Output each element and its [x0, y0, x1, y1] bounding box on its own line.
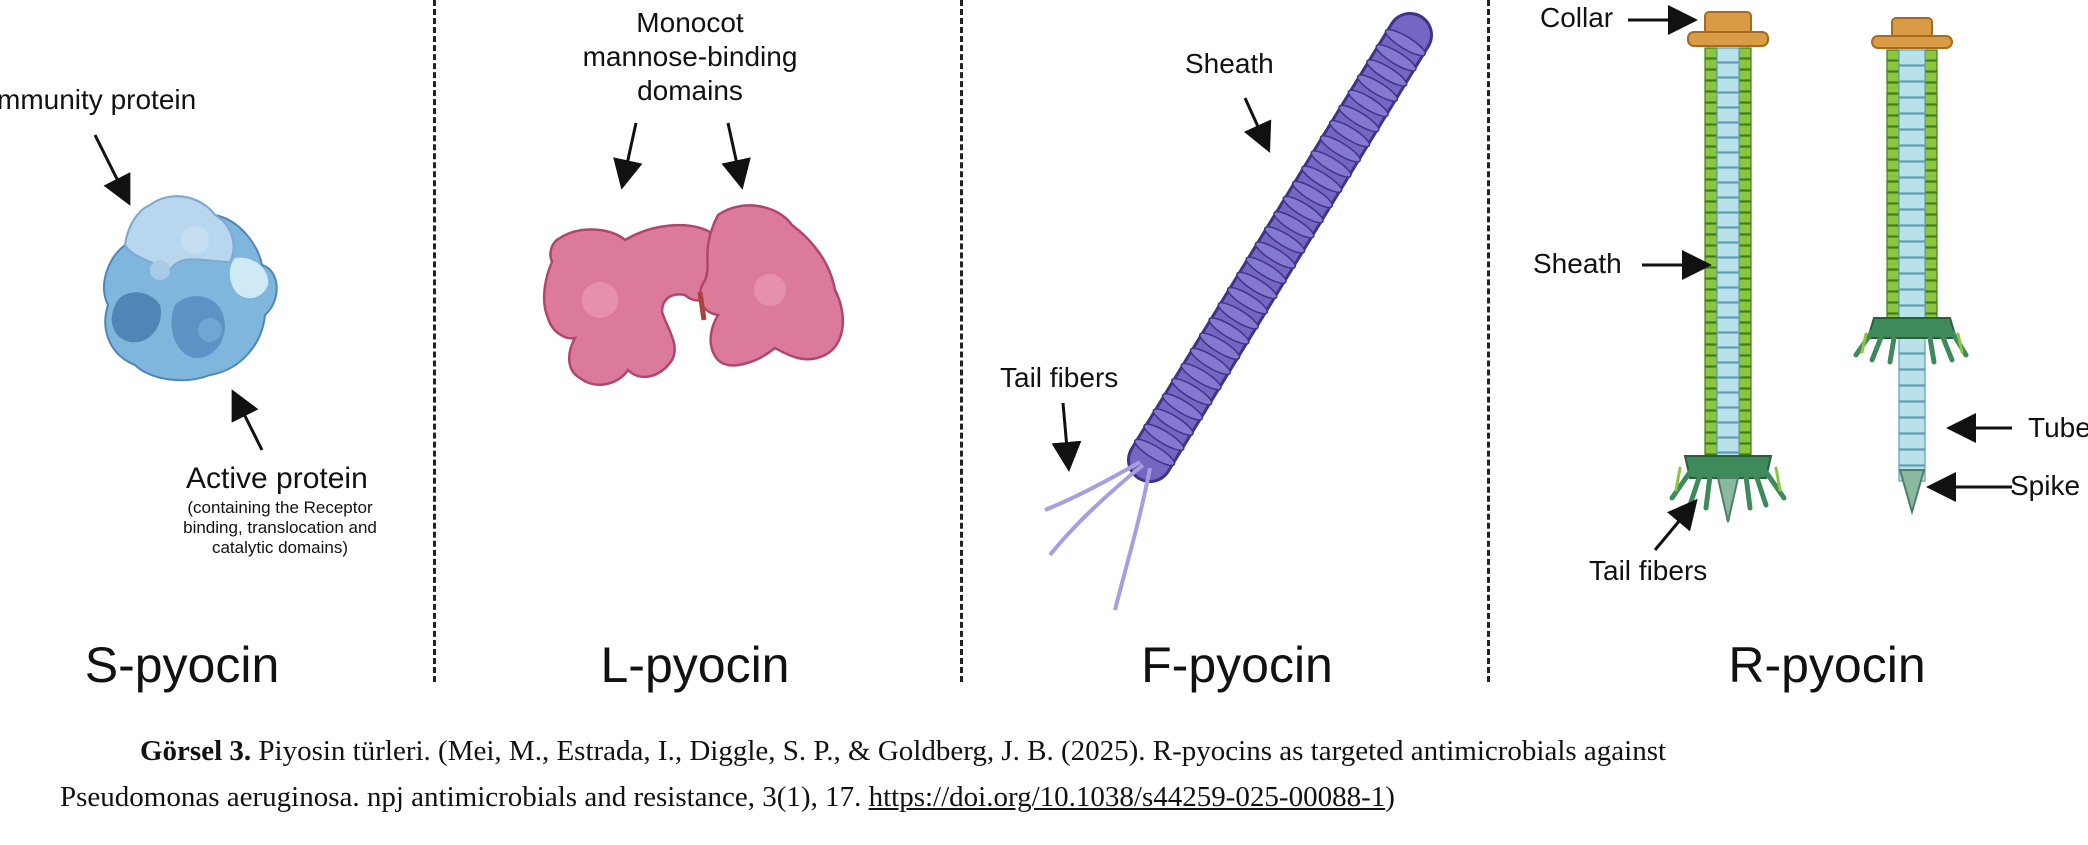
domains-line-3: domains — [637, 75, 743, 106]
divider-1 — [433, 0, 436, 682]
domains-line-2: mannose-binding — [582, 41, 798, 72]
caption-figure-number: Görsel 3. — [140, 735, 252, 767]
s-pyocin-protein — [103, 195, 278, 382]
tube-label: Tube — [2028, 412, 2088, 443]
immunity-protein-label: mmunity protein — [0, 84, 197, 115]
active-sub-line-2: binding, translocation and — [183, 518, 377, 537]
immunity-arrow — [93, 134, 131, 206]
caption-line-2: Pseudomonas aeruginosa. npj antimicrobia… — [60, 774, 1395, 820]
f-sheath-label: Sheath — [1185, 48, 1274, 79]
f-tail-fibers-label: Tail fibers — [1000, 362, 1119, 393]
domains-line-1: Monocot — [636, 7, 744, 38]
caption-text-1: Piyosin türleri. (Mei, M., Estrada, I., … — [251, 735, 1667, 767]
s-pyocin-title: S-pyocin — [84, 637, 280, 693]
f-sheath-arrow — [1243, 97, 1272, 153]
f-fiber-arrow — [1051, 402, 1082, 472]
divider-2 — [960, 0, 963, 682]
r-pyocin-title: R-pyocin — [1728, 637, 1926, 693]
f-pyocin-tail — [1127, 12, 1433, 483]
l-pyocin-title: L-pyocin — [600, 637, 790, 693]
r-pyocin-contracted — [1853, 17, 1969, 516]
caption-end: ) — [1385, 781, 1395, 813]
collar-label: Collar — [1540, 2, 1614, 33]
r-fiber-arrow — [1653, 498, 1698, 551]
domain-arrow-left — [613, 122, 643, 190]
r-pyocin-extended — [1669, 11, 1787, 523]
pyocin-illustrations — [93, 5, 2012, 611]
caption-text-2: Pseudomonas aeruginosa. npj antimicrobia… — [60, 781, 869, 813]
active-protein-sub: (containing the Receptor binding, transl… — [170, 498, 390, 558]
domains-label: Monocot mannose-binding domains — [540, 6, 840, 108]
divider-3 — [1487, 0, 1490, 682]
doi-link[interactable]: https://doi.org/10.1038/s44259-025-00088… — [868, 781, 1386, 813]
r-sheath-label: Sheath — [1533, 248, 1622, 279]
domain-arrow-right — [721, 122, 751, 190]
r-tail-fibers-label: Tail fibers — [1589, 555, 1708, 586]
active-protein-label: Active protein — [186, 462, 368, 495]
active-arrow — [231, 389, 264, 451]
f-tail-fibers — [1044, 460, 1152, 611]
figure-area: mmunity protein Active protein (containi… — [0, 0, 2088, 693]
f-pyocin-title: F-pyocin — [1141, 637, 1333, 693]
l-pyocin-protein — [542, 204, 845, 386]
active-sub-line-1: (containing the Receptor — [187, 498, 373, 517]
caption-line-1: Görsel 3. Piyosin türleri. (Mei, M., Est… — [140, 728, 1666, 774]
active-sub-line-3: catalytic domains) — [211, 538, 349, 557]
spike-label: Spike — [2010, 470, 2081, 501]
